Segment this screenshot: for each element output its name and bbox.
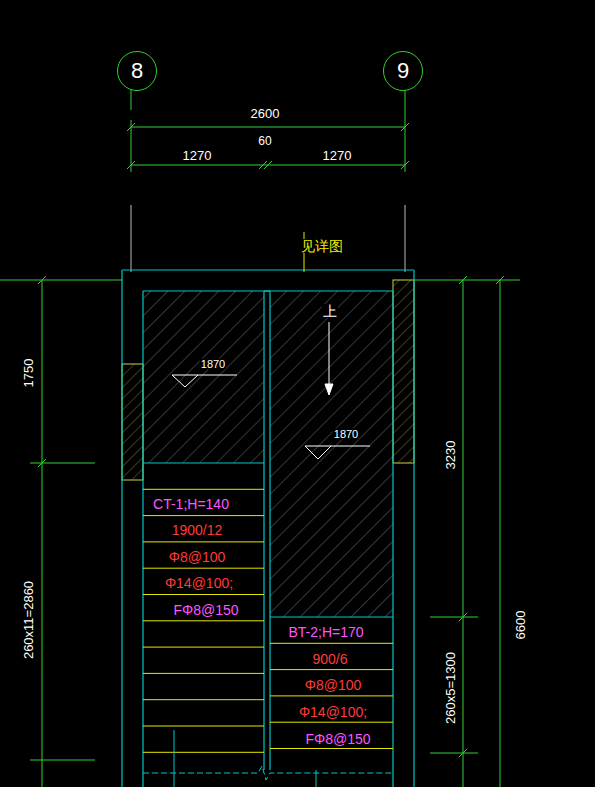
dimension-text: 1270 bbox=[182, 149, 213, 162]
rebar-note: Φ14@100; bbox=[298, 705, 368, 719]
rebar-note: Φ14@100; bbox=[164, 576, 234, 590]
dimension-text: 260x5=1300 bbox=[444, 651, 457, 725]
rebar-note: FΦ8@150 bbox=[304, 732, 371, 746]
stair-direction: 上 bbox=[322, 304, 338, 318]
rebar-note: 1900/12 bbox=[171, 523, 224, 537]
rebar-note: Φ8@100 bbox=[304, 678, 363, 692]
elevation-text: 1870 bbox=[200, 359, 226, 370]
detail-note: 见详图 bbox=[300, 239, 344, 253]
elevation-text: 1870 bbox=[333, 429, 359, 440]
stair-tag: CT-1;H=140 bbox=[152, 497, 230, 511]
grid-axis-bubble: 8 bbox=[117, 51, 157, 91]
dimension-text: 1270 bbox=[322, 149, 353, 162]
rebar-note: Φ8@100 bbox=[168, 550, 227, 564]
rebar-note: FΦ8@150 bbox=[172, 603, 239, 617]
dimension-text: 260x11=2860 bbox=[22, 580, 35, 660]
grid-axis-bubble: 9 bbox=[383, 51, 423, 91]
axis-number: 8 bbox=[131, 60, 143, 82]
axis-number: 9 bbox=[397, 60, 409, 82]
dimension-text: 3230 bbox=[444, 440, 457, 471]
dimension-text: 6600 bbox=[514, 610, 527, 641]
dimension-text: 60 bbox=[257, 135, 272, 147]
stair-tag: BT-2;H=170 bbox=[287, 625, 364, 639]
rebar-note: 900/6 bbox=[311, 652, 348, 666]
dimension-text: 1750 bbox=[22, 358, 35, 389]
dimension-text: 2600 bbox=[250, 107, 281, 120]
